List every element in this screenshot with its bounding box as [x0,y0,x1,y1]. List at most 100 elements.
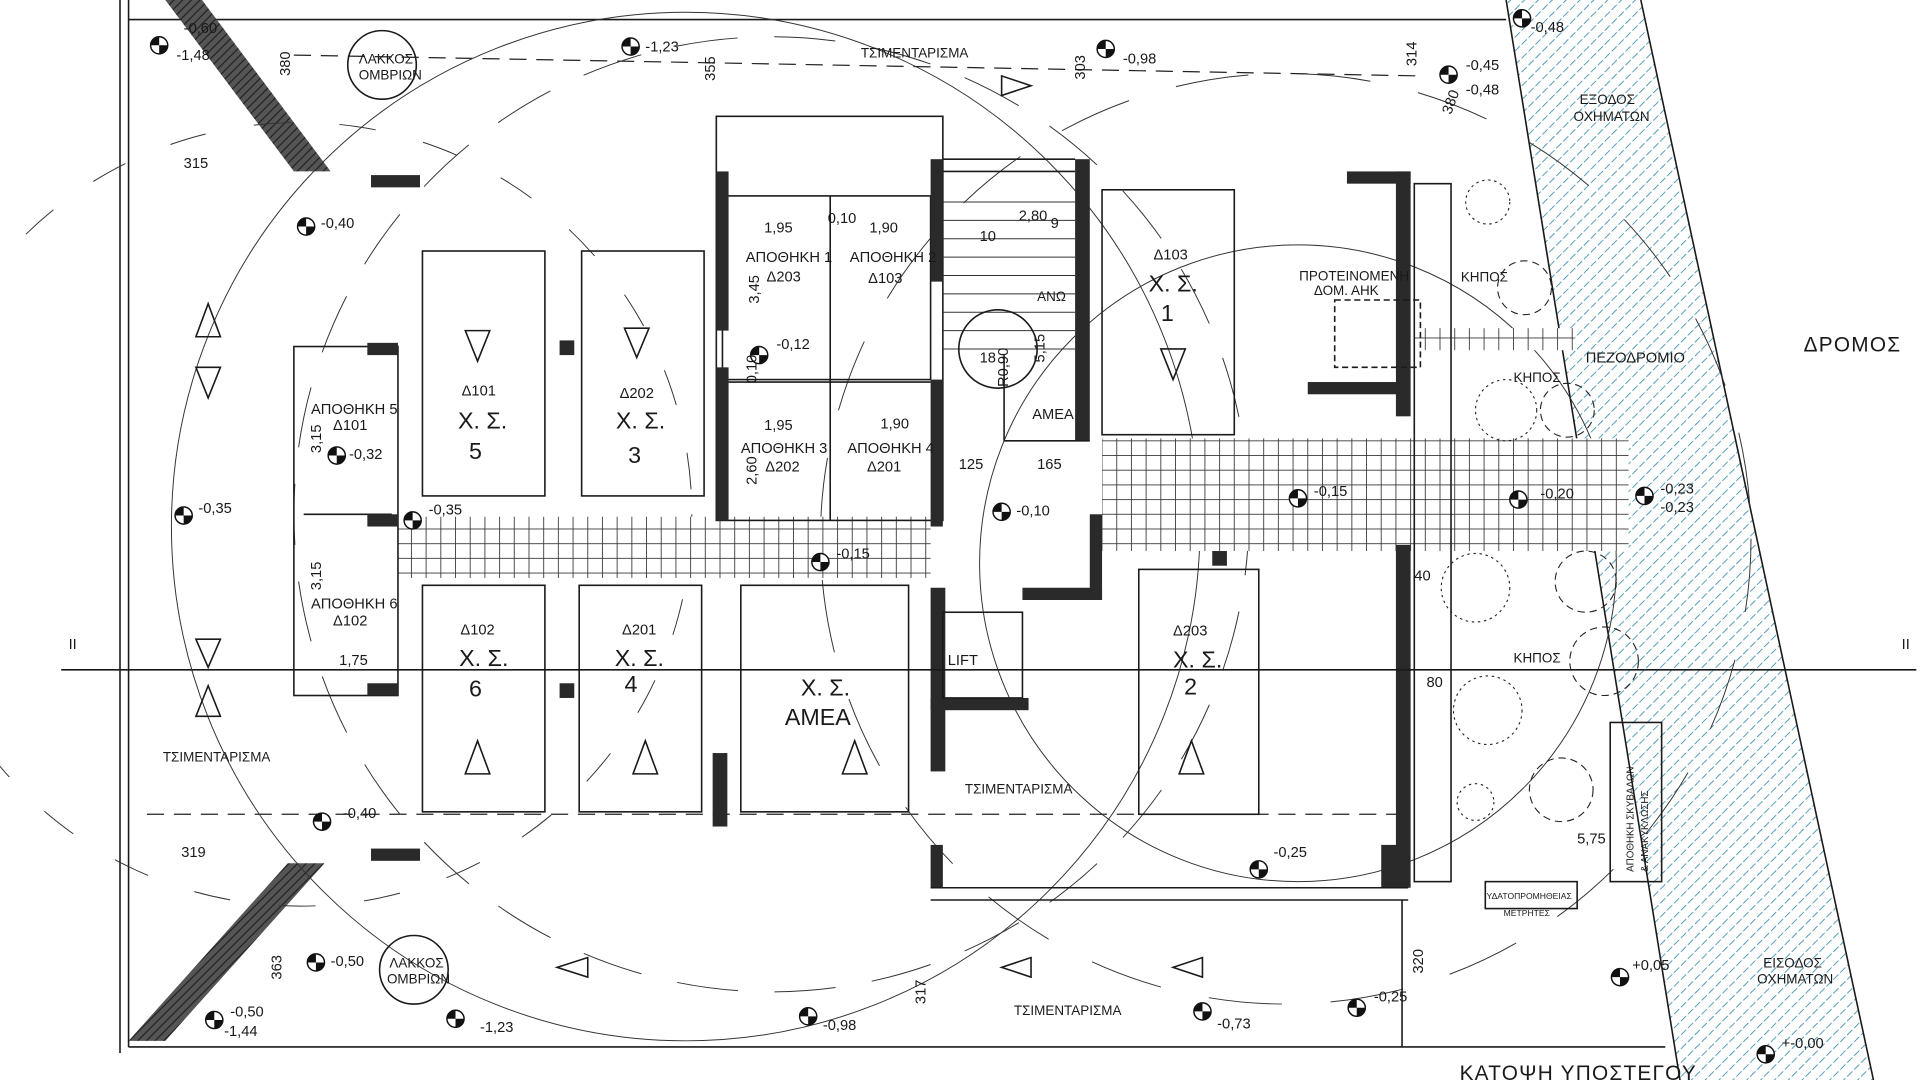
concrete-label: ΤΣΙΜΕΝΤΑΡΙΣΜΑ [163,750,271,765]
svg-text:363: 363 [270,955,286,980]
parking-bay-5: Δ101 Χ. Σ. 5 [458,384,507,465]
level-marker-fill [811,553,829,571]
water-meters-label: ΥΔΑΤΟΠΡΟΜΗΘΕΙΑΣ [1487,891,1572,901]
level-marker-fill [297,217,315,236]
svg-text:317: 317 [914,980,930,1005]
svg-text:1,75: 1,75 [339,653,368,669]
svg-text:-0,40: -0,40 [321,216,354,232]
direction-arrows [194,74,1205,979]
level-marker-fill [1097,40,1115,58]
svg-text:ΑΠΟΘΗΚΗ 1: ΑΠΟΘΗΚΗ 1 [746,250,833,266]
svg-text:Δ203: Δ203 [767,270,801,286]
proposed-structure-label: ΠΡΟΤΕΙΝΟΜΕΝΗ [1299,268,1409,283]
sidewalk-hatch [1506,0,1874,1080]
garden-label: ΚΗΠΟΣ [1513,370,1560,385]
bin-storage-label: ΑΠΟΘΗΚΗ ΣΚΥΒΑΛΩΝ [1625,767,1636,872]
level-marker-fill [1193,1002,1212,1020]
level-marker-fill [404,511,422,529]
svg-text:II: II [1902,637,1910,653]
svg-text:-0,25: -0,25 [1374,990,1407,1006]
garden-label: ΚΗΠΟΣ [1461,270,1508,285]
svg-text:-0,23: -0,23 [1660,481,1693,497]
level-marker-fill [313,813,331,831]
retaining-wall-south [128,863,325,1041]
svg-text:-1,48: -1,48 [176,48,209,64]
level-marker-fill [1289,489,1307,507]
svg-text:380: 380 [1440,88,1463,117]
svg-text:-0,73: -0,73 [1217,1017,1250,1033]
parking-bay-2: Δ203 Χ. Σ. 2 [1173,624,1222,700]
level-marker-fill [1757,1045,1775,1063]
level-marker-fill [1513,9,1531,27]
svg-text:Χ. Σ.: Χ. Σ. [615,645,664,671]
svg-text:-0,15: -0,15 [1314,484,1347,500]
svg-text:5: 5 [469,438,482,464]
level-marker-fill [750,346,768,364]
svg-text:-0,48: -0,48 [1531,20,1564,36]
svg-text:380: 380 [278,51,294,76]
svg-text:9: 9 [1051,216,1059,232]
rain-pit-south [378,934,449,1005]
svg-text:314: 314 [1405,42,1421,67]
svg-text:-0,50: -0,50 [230,1004,263,1020]
vehicle-exit-label: ΟΧΗΜΑΤΩΝ [1573,109,1649,124]
vehicle-entry-label: ΕΙΣΟΔΟΣ [1763,955,1822,970]
svg-text:Δ102: Δ102 [333,614,367,630]
svg-text:Χ. Σ.: Χ. Σ. [1149,270,1198,296]
svg-text:-0,25: -0,25 [1273,845,1306,861]
concrete-label: ΤΣΙΜΕΝΤΑΡΙΣΜΑ [965,781,1073,796]
garden-label: ΚΗΠΟΣ [1513,650,1560,665]
level-marker-fill [205,1011,223,1029]
svg-text:0,10: 0,10 [828,211,857,227]
svg-text:-0,50: -0,50 [331,954,364,970]
svg-text:ΑΠΟΘΗΚΗ 3: ΑΠΟΘΗΚΗ 3 [741,441,828,457]
svg-text:40: 40 [1414,568,1430,584]
concrete-label: ΤΣΙΜΕΝΤΑΡΙΣΜΑ [1014,1003,1122,1018]
building-core [293,115,1663,1047]
svg-text:-0,45: -0,45 [1466,58,1499,74]
lift-label: LIFT [948,653,978,669]
svg-text:-0,40: -0,40 [343,806,376,822]
svg-text:Δ201: Δ201 [622,622,656,638]
svg-text:1,95: 1,95 [764,221,793,237]
parking-bay-4: Δ201 Χ. Σ. 4 [615,622,664,697]
svg-text:3,15: 3,15 [309,424,325,453]
svg-text:303: 303 [1073,55,1089,80]
svg-text:ΑΠΟΘΗΚΗ 6: ΑΠΟΘΗΚΗ 6 [311,597,398,613]
stairs-up-label: ΑΝΩ [1037,289,1066,304]
svg-text:80: 80 [1427,675,1443,691]
svg-text:320: 320 [1411,949,1427,974]
svg-text:ΑΠΟΘΗΚΗ 2: ΑΠΟΘΗΚΗ 2 [850,250,937,266]
svg-text:-0,60: -0,60 [184,21,217,37]
svg-text:-0,35: -0,35 [198,501,231,517]
svg-text:Δ101: Δ101 [333,418,367,434]
svg-text:ΑΜΕΑ: ΑΜΕΑ [785,704,851,730]
svg-text:1,95: 1,95 [764,418,793,434]
storage-4: ΑΠΟΘΗΚΗ 4 Δ201 [847,441,934,475]
retaining-wall-north [165,0,331,172]
svg-text:1,90: 1,90 [880,417,909,433]
amea-label: ΑΜΕΑ [1032,407,1074,423]
svg-text:Δ202: Δ202 [620,386,654,402]
svg-text:Δ101: Δ101 [462,384,496,400]
level-marker-fill [307,953,325,972]
svg-text:3,45: 3,45 [747,275,763,304]
proposed-structure-label: ΔΟΜ. ΑΗΚ [1314,283,1379,298]
parking-bay-3: Δ202 Χ. Σ. 3 [616,386,665,468]
drawing-title: ΚΑΤΟΨΗ ΥΠΟΣΤΕΓΟΥ [1460,1062,1697,1080]
svg-text:Δ103: Δ103 [1153,248,1187,264]
level-marker-fill [328,446,346,465]
rain-pit-label: ΟΜΒΡΙΩΝ [387,971,450,986]
svg-text:+0,05: +0,05 [1632,958,1669,974]
rain-pit-label: ΟΜΒΡΙΩΝ [359,68,422,83]
svg-text:+-0,00: +-0,00 [1782,1036,1824,1052]
svg-text:319: 319 [181,845,206,861]
svg-text:2,80: 2,80 [1019,208,1048,224]
svg-text:165: 165 [1037,457,1062,473]
svg-text:ΑΠΟΘΗΚΗ 4: ΑΠΟΘΗΚΗ 4 [847,441,934,457]
svg-text:-0,15: -0,15 [836,546,869,562]
water-meters-label: ΜΕΤΡΗΤΕΣ [1504,908,1550,918]
parking-bay-1: Δ103 Χ. Σ. 1 [1149,248,1198,326]
svg-text:-0,98: -0,98 [1123,52,1156,68]
